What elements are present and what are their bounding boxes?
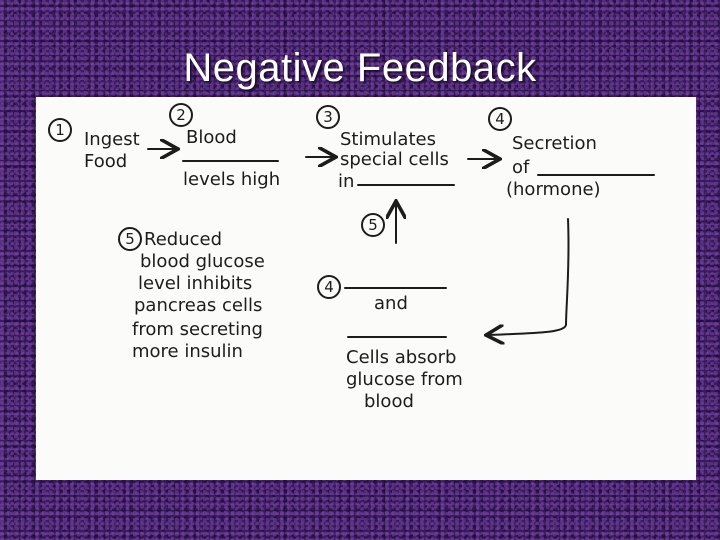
step-2-number: 2 [176,106,186,124]
step-4b-line1: Cells absorb [346,347,456,368]
step-5b-line4: pancreas cells [134,295,262,316]
step-5b-line3: level inhibits [138,273,252,294]
step-5a-number: 5 [368,216,378,234]
step-3-circle [316,105,340,129]
diagram-panel: 1 Ingest Food 2 Blood levels high 3 Stim… [36,97,696,480]
slide-title: Negative Feedback [183,46,537,90]
feedback-diagram: 1 Ingest Food 2 Blood levels high 3 Stim… [48,103,655,412]
step-4a-line1: Secretion [512,133,597,154]
step-4b: 4 and Cells absorb glucose from blood [317,275,463,412]
step-4b-circle [317,275,341,299]
step-3-line1: Stimulates [340,129,436,150]
step-2-circle [169,103,193,127]
step-4b-mid: and [374,293,408,314]
arrow-4a-to-4b [488,218,570,335]
step-5b-line5: from secreting [132,319,263,340]
step-3-line3: in [338,171,354,192]
step-1-line2: Food [84,151,127,172]
step-1-number: 1 [55,121,65,139]
step-5a-circle [361,213,385,237]
step-5b-number: 5 [125,230,135,248]
step-1-line1: Ingest [84,129,140,150]
step-1: 1 Ingest Food [48,118,140,172]
step-5b-line6: more insulin [132,341,243,362]
step-4b-line3: blood [364,391,414,412]
step-5b: 5 Reduced blood glucose level inhibits p… [118,227,265,362]
step-3-number: 3 [323,108,333,126]
step-2: 2 Blood levels high [169,103,280,190]
step-3-line2: special cells [340,149,449,170]
step-4a-circle [488,107,512,131]
step-4a: 4 Secretion of (hormone) [488,107,655,200]
step-4b-line2: glucose from [346,369,463,390]
step-1-circle [48,118,72,142]
step-4b-number: 4 [324,278,334,296]
step-5a: 5 [361,203,396,244]
step-5b-circle [118,227,142,251]
step-2-line2: levels high [183,169,280,190]
step-4a-number: 4 [495,110,505,128]
step-4a-line2: of [512,157,530,178]
step-2-line1: Blood [186,127,237,148]
step-5b-line1: Reduced [144,229,222,250]
step-4a-line3: (hormone) [506,179,601,200]
step-5b-line2: blood glucose [140,251,265,272]
step-3: 3 Stimulates special cells in [316,105,455,192]
